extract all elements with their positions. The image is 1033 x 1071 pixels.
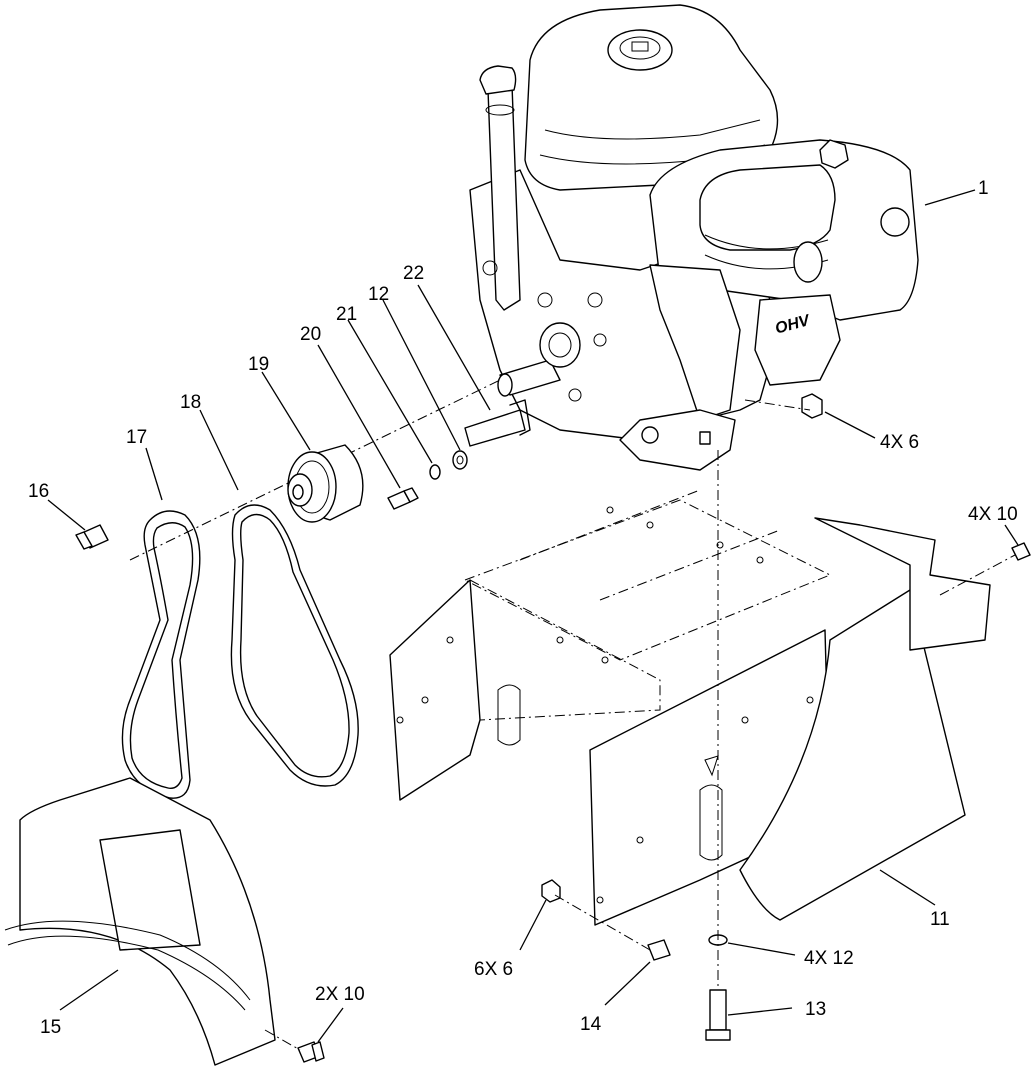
callout-16: 16 xyxy=(28,481,49,502)
callout-19: 19 xyxy=(248,354,269,375)
callout-17: 17 xyxy=(126,427,147,448)
callout-14: 14 xyxy=(580,1014,602,1035)
callout-18: 18 xyxy=(180,392,201,413)
bolt14-centerline xyxy=(554,894,651,951)
callout-2x10: 2X 10 xyxy=(315,984,365,1005)
callout-15: 15 xyxy=(40,1017,61,1038)
hardware-20-21-12-22 xyxy=(387,399,531,510)
callout-12: 12 xyxy=(368,284,389,305)
callout-4x12: 4X 12 xyxy=(804,948,854,969)
callout-4x6: 4X 6 xyxy=(880,432,919,453)
bolt-2x10 xyxy=(297,1041,325,1063)
pulley-19 xyxy=(287,444,364,523)
belt-17 xyxy=(121,510,201,799)
callout-1: 1 xyxy=(978,178,989,199)
chassis-frame xyxy=(389,489,991,926)
callout-22: 22 xyxy=(403,263,424,284)
callout-13: 13 xyxy=(805,999,826,1020)
belt-18 xyxy=(230,504,359,787)
callout-4x10: 4X 10 xyxy=(968,504,1018,525)
bolt210-centerline xyxy=(264,1029,301,1051)
callout-20: 20 xyxy=(300,324,321,345)
engine-assembly: OHV xyxy=(469,4,919,471)
belt-cover-15 xyxy=(4,777,276,1066)
callout-21: 21 xyxy=(336,304,357,325)
leader-lines xyxy=(47,189,1019,1043)
callout-labels: 1 4X 6 22 12 21 20 19 18 17 16 4X 10 11 … xyxy=(28,178,1018,1038)
nut-centerline xyxy=(744,399,811,411)
callout-11: 11 xyxy=(930,909,950,930)
bolt-16 xyxy=(75,524,109,550)
bolt410-centerline xyxy=(939,554,1016,596)
callout-6x6: 6X 6 xyxy=(474,959,513,980)
